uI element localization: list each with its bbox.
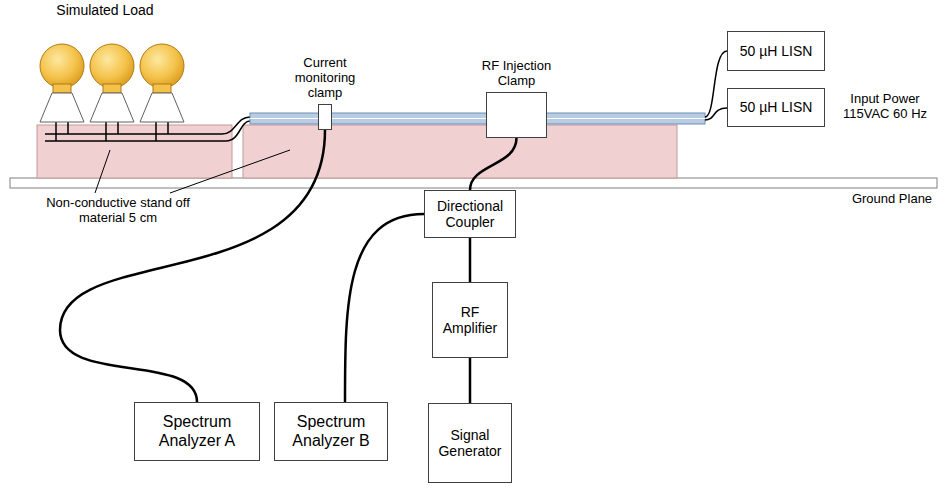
cable [345,214,424,402]
box-label: Signal Generator [429,427,511,459]
light-bulb [40,44,84,122]
load-label: Simulated Load [40,2,170,18]
standoff-block [243,125,677,178]
ground-label: Ground Plane [842,192,942,207]
lisn-wire [705,51,727,117]
standoff-block [37,125,232,178]
light-bulb [90,44,134,122]
leader-line [95,150,110,193]
leader-line [170,150,290,193]
cable [470,138,517,190]
generator-box: Signal Generator [428,403,512,483]
power-label: Input Power 115VAC 60 Hz [828,92,942,122]
clamp-label: Current monitoring clamp [283,56,367,101]
box-label: 50 µH LISN [737,43,816,59]
box-label: Directional Coupler [425,198,515,230]
box-label: 50 µH LISN [737,99,816,115]
light-bulb [140,44,184,122]
box-label: Spectrum Analyzer B [275,413,387,450]
injection-clamp: RF Injection Clamp [486,92,547,138]
lisn-box: 50 µH LISN [727,31,825,71]
box-label: Spectrum Analyzer A [135,413,259,450]
cable [469,358,472,403]
cable [60,130,325,402]
coupler-box: Directional Coupler [424,190,516,238]
current-clamp: Current monitoring clamp [318,104,332,130]
amplifier-box: RF Amplifier [432,282,508,358]
standoff-label: Non-conductive stand off material 5 cm [28,196,208,226]
lisn-wire [705,108,727,120]
analyzer-box: Spectrum Analyzer B [274,402,388,461]
clamp-label: RF Injection Clamp [469,59,565,89]
box-label: RF Amplifier [433,304,507,336]
analyzer-box: Spectrum Analyzer A [134,402,260,461]
cable [469,238,472,282]
lisn-box: 50 µH LISN [727,88,825,127]
